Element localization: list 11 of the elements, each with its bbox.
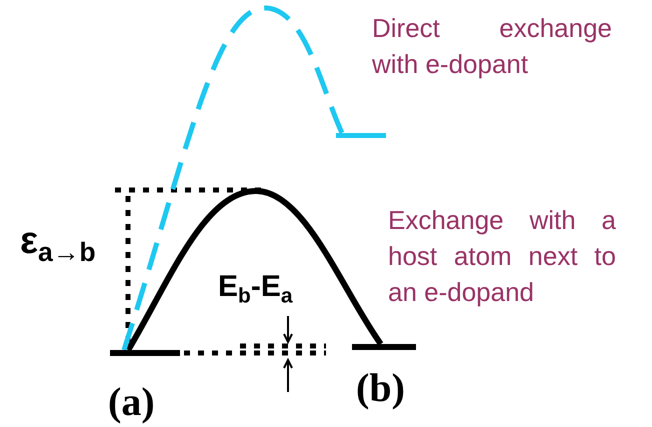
energy-curve: [122, 6, 344, 351]
energy-symbol: E$_{b}$-E$_{a}$: [218, 272, 293, 306]
energy-curve: [126, 188, 384, 352]
energy-level-bar: [336, 133, 386, 138]
state-label: (b): [356, 368, 405, 408]
state-label: (a): [108, 382, 155, 422]
annotation-text: Direct exchange with e-dopant: [372, 12, 612, 81]
annotation-text: Exchange with a host atom next to an e-dopand: [388, 204, 616, 309]
energy-symbol: ε$_{a→b}$: [20, 222, 96, 266]
energy-level-bar: [110, 350, 180, 356]
energy-level-bar: [352, 344, 416, 350]
